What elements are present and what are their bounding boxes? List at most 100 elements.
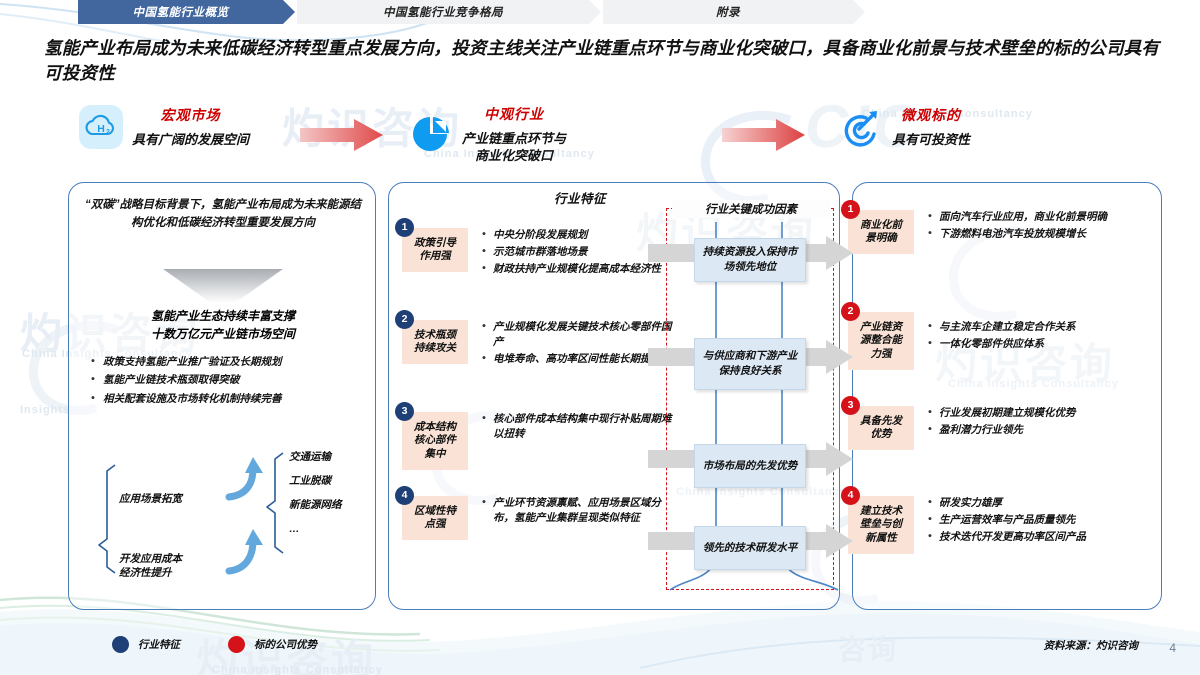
stage-subtitle: 具有广阔的发展空间 bbox=[132, 132, 250, 148]
status-badge: 3 bbox=[841, 396, 860, 415]
pie-chart-icon bbox=[413, 117, 449, 152]
micro-chip: 1 商业化前 景明确 bbox=[841, 200, 914, 254]
stage-subtitle-line1: 产业链重点环节与 bbox=[462, 131, 567, 146]
micro-row-1: 1 商业化前 景明确 面向汽车行业应用，商业化前景明确 下游燃料电池汽车投放规模… bbox=[841, 200, 1120, 254]
source-note: 资料来源：灼识咨询 bbox=[1043, 640, 1139, 652]
micro-bullet-list: 面向汽车行业应用，商业化前景明确 下游燃料电池汽车投放规模增长 bbox=[928, 209, 1120, 244]
meso-bullet-list: 产业规模化发展关键技术核心零部件国产 电堆寿命、高功率区间性能长期提升 bbox=[482, 319, 672, 369]
tab-appendix[interactable]: 附录 bbox=[603, 0, 865, 24]
tab-industry-overview[interactable]: 中国氢能行业概览 bbox=[78, 0, 295, 24]
meso-row-3: 3 成本结构 核心部件 集中 核心部件成本结构集中现行补贴周期难以扭转 bbox=[395, 402, 672, 470]
micro-bullet-list: 与主流车企建立稳定合作关系 一体化零部件供应体系 bbox=[928, 319, 1120, 354]
page-title: 氢能产业布局成为未来低碳经济转型重点发展方向，投资主线关注产业链重点环节与商业化… bbox=[44, 38, 1160, 83]
tree-branch-label-line1: 开发应用成本 bbox=[119, 553, 182, 565]
legend-item-target: 标的公司优势 bbox=[228, 636, 317, 653]
meso-row-4: 4 区域性特 点强 产业环节资源禀赋、应用场景区域分布，氢能产业集群呈现类似特征 bbox=[395, 486, 672, 540]
status-badge: 1 bbox=[841, 200, 860, 219]
meso-row-2: 2 技术瓶颈 持续攻关 产业规模化发展关键技术核心零部件国产 电堆寿命、高功率区… bbox=[395, 310, 672, 369]
tab-label: 中国氢能行业概览 bbox=[132, 7, 229, 19]
chip-label-line1: 具备先发 bbox=[860, 414, 902, 427]
list-item: 电堆寿命、高功率区间性能长期提升 bbox=[482, 351, 672, 367]
meso-bullet-list: 中央分阶段发展规划 示范城市群落地场景 财政扶持产业规模化提高成本经济性 bbox=[482, 227, 672, 279]
svg-text:2: 2 bbox=[106, 129, 110, 136]
chip-label: 具备先发 优势 bbox=[860, 415, 902, 442]
meso-row-1: 1 政策引导 作用强 中央分阶段发展规划 示范城市群落地场景 财政扶持产业规模化… bbox=[395, 218, 672, 279]
legend-label: 标的公司优势 bbox=[254, 639, 317, 651]
list-item: 产业环节资源禀赋、应用场景区域分布，氢能产业集群呈现类似特征 bbox=[482, 495, 672, 526]
meso-bullet-list: 产业环节资源禀赋、应用场景区域分布，氢能产业集群呈现类似特征 bbox=[482, 495, 672, 528]
list-item: 技术迭代开发更高功率区间产品 bbox=[928, 529, 1120, 545]
chip-label-line2: 持续攻关 bbox=[414, 342, 456, 354]
h2-cloud-icon: H 2 bbox=[79, 105, 123, 149]
chip-label-line1: 产业链资 bbox=[860, 320, 902, 333]
meso-bullet-list: 核心部件成本结构集中现行补贴周期难以扭转 bbox=[482, 411, 672, 444]
meso-chip: 1 政策引导 作用强 bbox=[395, 218, 468, 272]
watermark-en: China Insights Consultancy bbox=[212, 664, 383, 675]
macro-application-tree: 应用场景拓宽 开发应用成本 经济性提升 交通运输 工业脱碳 新能源网络 … bbox=[77, 445, 373, 605]
chip-label-line2: 源整合能 bbox=[860, 334, 902, 347]
list-item: 下游燃料电池汽车投放规模增长 bbox=[928, 226, 1120, 242]
stage-subtitle-line2: 商业化突破口 bbox=[475, 148, 554, 164]
chip-label: 成本结构 核心部件 集中 bbox=[414, 421, 456, 461]
ksf-card-1: 持续资源投入保持市场领先地位 bbox=[694, 238, 806, 282]
micro-chip: 3 具备先发 优势 bbox=[841, 396, 914, 450]
stage-header-micro: 微观标的 具有可投资性 bbox=[838, 104, 970, 150]
micro-row-2: 2 产业链资 源整合能 力强 与主流车企建立稳定合作关系 一体化零部件供应体系 bbox=[841, 302, 1120, 370]
legend-dot-red bbox=[228, 636, 245, 653]
status-badge: 2 bbox=[841, 302, 860, 321]
tree-leaf-label: 新能源网络 bbox=[289, 499, 342, 511]
panel-macro-market: “双碳”战略目标背景下，氢能产业布局成为未来能源结构优化和低碳经济转型重要发展方… bbox=[68, 182, 376, 610]
macro-strong-line2: 十数万亿元产业链市场空间 bbox=[150, 327, 295, 341]
stage-subtitle: 具有可投资性 bbox=[892, 132, 971, 148]
flow-arrow-meso-to-micro bbox=[722, 119, 805, 151]
chip-label-line1: 区域性特 bbox=[414, 504, 456, 517]
watermark-en: Insights bbox=[20, 404, 71, 416]
tab-label: 中国氢能行业竞争格局 bbox=[383, 7, 503, 19]
list-item: 核心部件成本结构集中现行补贴周期难以扭转 bbox=[482, 411, 672, 442]
meso-chip: 2 技术瓶颈 持续攻关 bbox=[395, 310, 468, 364]
legend-dot-blue bbox=[112, 636, 129, 653]
list-item: 相关配套设施及市场转化机制持续完善 bbox=[91, 389, 363, 408]
legend-label: 行业特征 bbox=[138, 639, 180, 651]
status-badge: 2 bbox=[395, 310, 414, 329]
stage-title: 宏观市场 bbox=[160, 107, 221, 124]
tree-branch-label: 开发应用成本 经济性提升 bbox=[119, 553, 225, 580]
tree-branch-label: 应用场景拓宽 bbox=[119, 493, 182, 505]
tab-arrow-icon bbox=[853, 0, 865, 24]
micro-bullet-list: 研发实力雄厚 生产运营效率与产品质量领先 技术迭代开发更高功率区间产品 bbox=[928, 495, 1120, 547]
page-number: 4 bbox=[1169, 641, 1176, 655]
tree-leaf-label: … bbox=[289, 523, 300, 535]
chip-label-line1: 建立技术 bbox=[860, 504, 902, 517]
tab-competitive-landscape[interactable]: 中国氢能行业竞争格局 bbox=[297, 0, 601, 24]
status-badge: 3 bbox=[395, 402, 414, 421]
chip-label: 商业化前 景明确 bbox=[860, 219, 902, 246]
list-item: 产业规模化发展关键技术核心零部件国产 bbox=[482, 319, 672, 350]
chip-label: 区域性特 点强 bbox=[414, 505, 456, 532]
meso-chip: 4 区域性特 点强 bbox=[395, 486, 468, 540]
tab-bar[interactable]: 中国氢能行业概览 中国氢能行业竞争格局 附录 bbox=[0, 0, 1200, 24]
macro-bullet-list: 政策支持氢能产业推广验证及长期规划 氢能产业链技术瓶颈取得突破 相关配套设施及市… bbox=[91, 352, 363, 408]
status-badge: 4 bbox=[395, 486, 414, 505]
list-item: 示范城市群落地场景 bbox=[482, 244, 672, 260]
chip-label-line1: 商业化前 bbox=[860, 218, 902, 231]
watermark-brand: 咨询 bbox=[838, 634, 899, 665]
chip-label-line3: 力强 bbox=[870, 347, 892, 360]
macro-strong-text: 氢能产业生态持续丰富支撑 十数万亿元产业链市场空间 bbox=[85, 307, 361, 343]
down-chevron-icon bbox=[163, 269, 283, 303]
macro-lead-text: “双碳”战略目标背景下，氢能产业布局成为未来能源结构优化和低碳经济转型重要发展方… bbox=[85, 199, 361, 229]
meso-chip: 3 成本结构 核心部件 集中 bbox=[395, 402, 468, 470]
macro-strong-line1: 氢能产业生态持续丰富支撑 bbox=[150, 309, 295, 323]
stage-header-meso: 中观行业 产业链重点环节与 商业化突破口 bbox=[408, 104, 566, 164]
tab-label: 附录 bbox=[716, 7, 740, 19]
tree-leaf-label: 交通运输 bbox=[289, 451, 331, 463]
list-item: 面向汽车行业应用，商业化前景明确 bbox=[928, 209, 1120, 225]
chip-label: 产业链资 源整合能 力强 bbox=[860, 321, 902, 361]
chip-label-line2: 核心部件 bbox=[414, 434, 456, 447]
micro-row-3: 3 具备先发 优势 行业发展初期建立规模化优势 盈利潜力行业领先 bbox=[841, 396, 1120, 450]
chip-label-line2: 壁垒与创 bbox=[860, 518, 902, 531]
status-badge: 4 bbox=[841, 486, 860, 505]
chip-label-line2: 景明确 bbox=[865, 232, 897, 244]
list-item: 行业发展初期建立规模化优势 bbox=[928, 405, 1120, 421]
ksf-card-3: 市场布局的先发优势 bbox=[694, 444, 806, 488]
chip-label-line1: 成本结构 bbox=[414, 420, 456, 433]
